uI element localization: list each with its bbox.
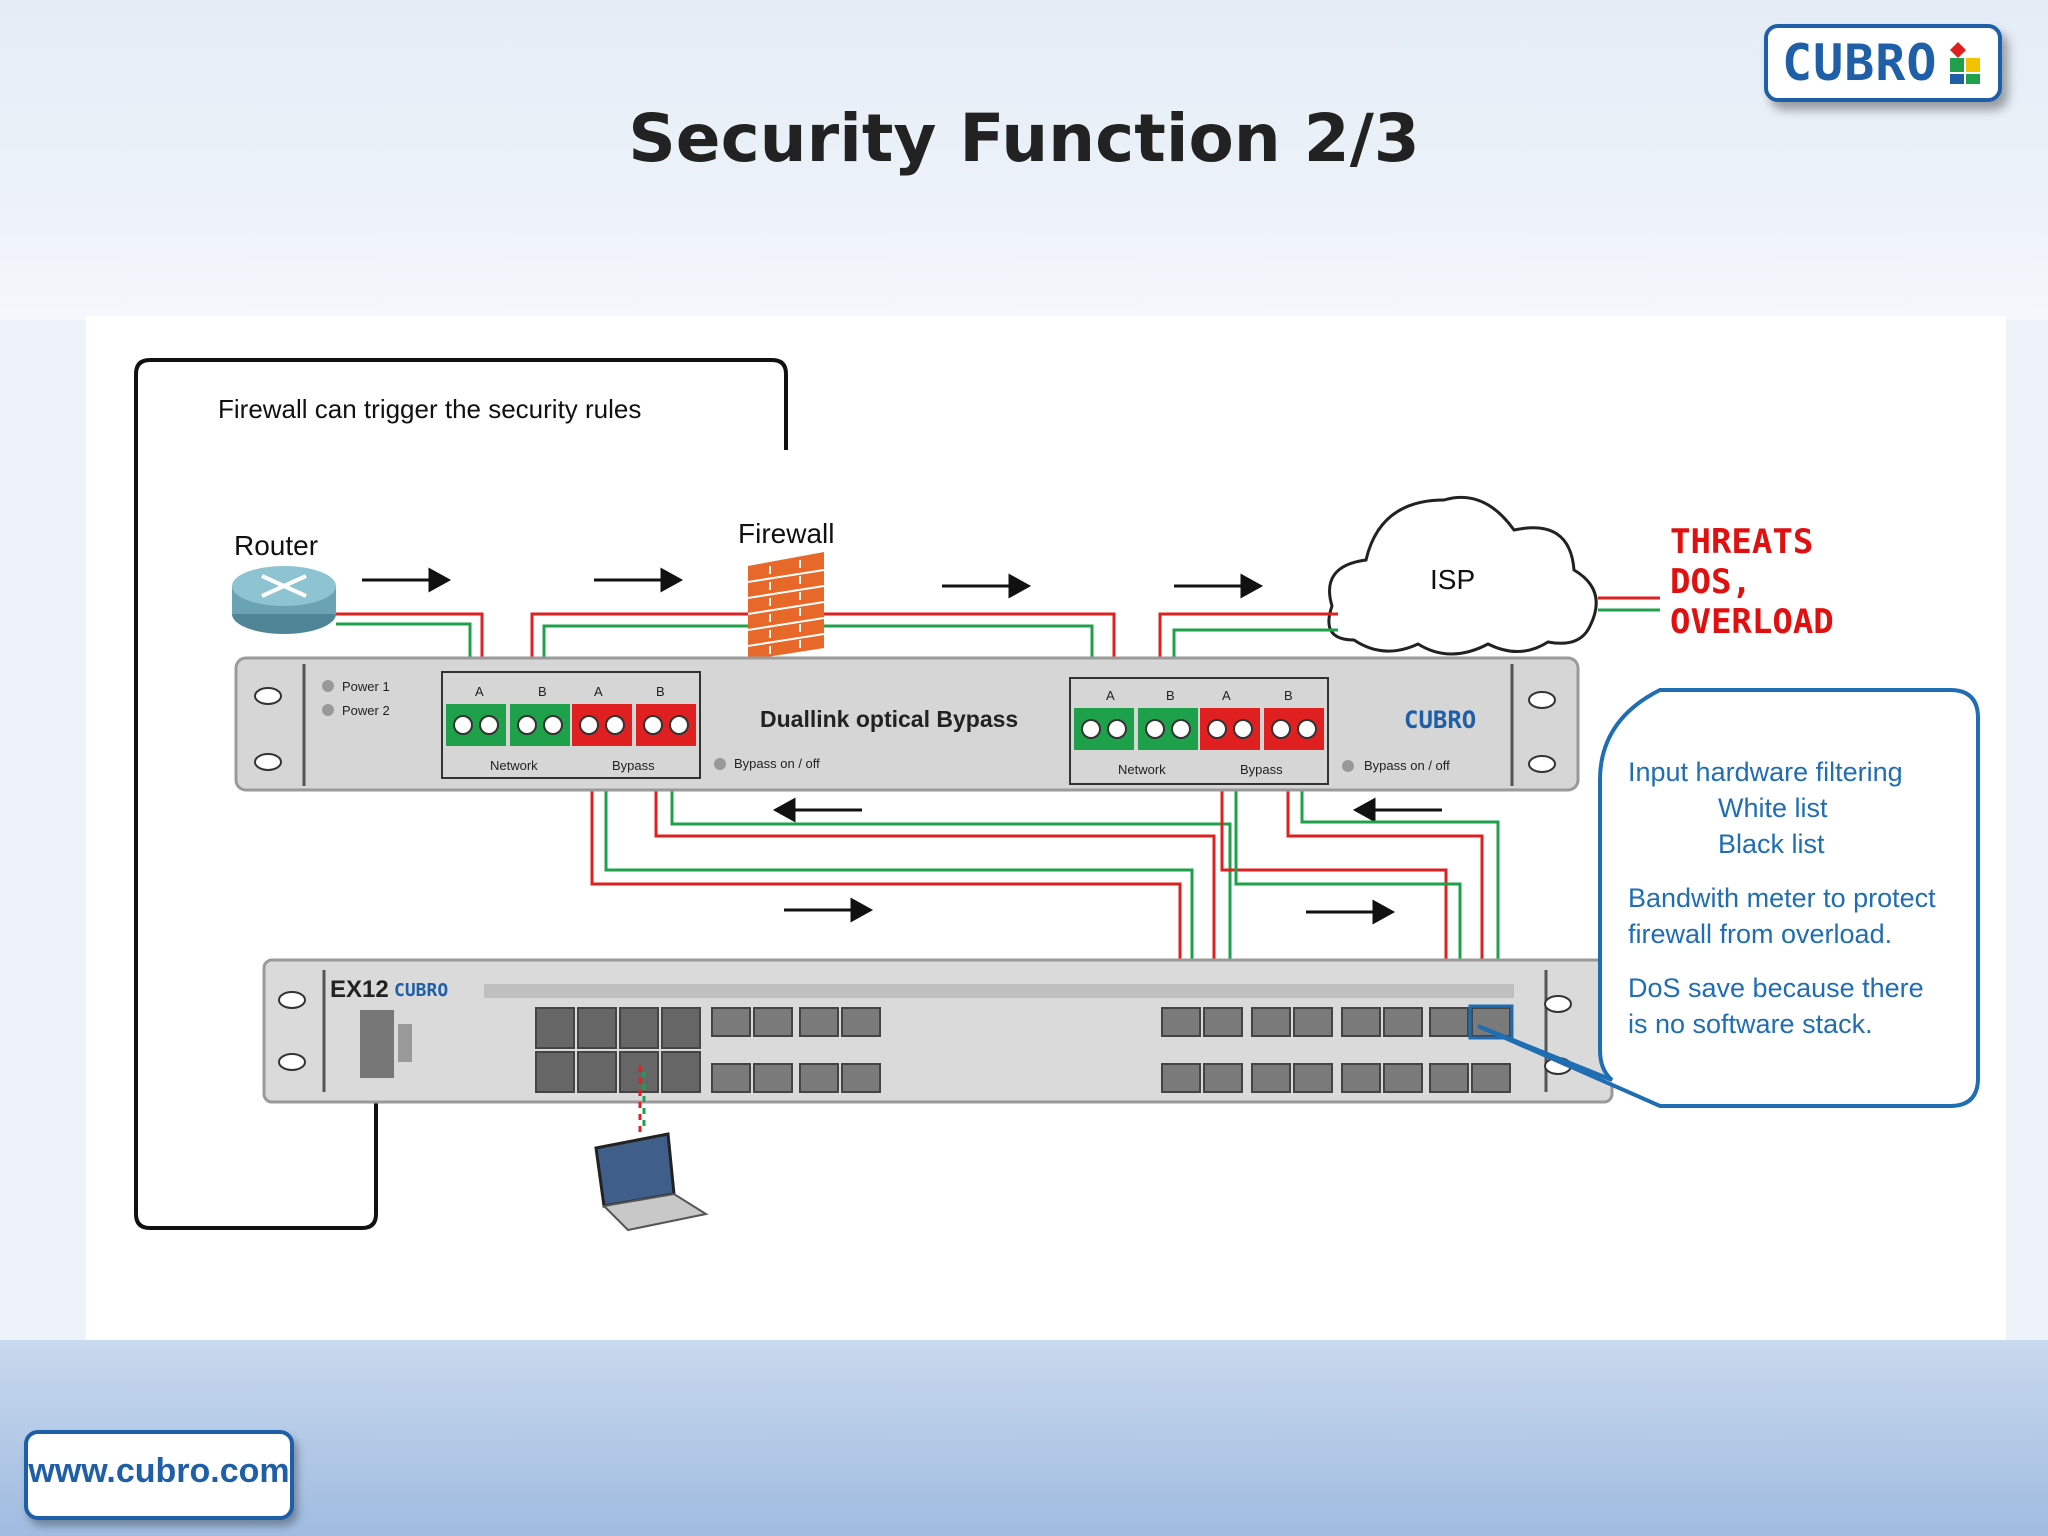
network-label: Network bbox=[490, 758, 538, 773]
network-label: Network bbox=[1118, 762, 1166, 777]
firewall-label: Firewall bbox=[738, 518, 835, 549]
bypass-label: Bypass bbox=[612, 758, 655, 773]
isp-label: ISP bbox=[1430, 564, 1476, 595]
power2-label: Power 2 bbox=[342, 703, 390, 718]
highlighted-port bbox=[1468, 1004, 1514, 1040]
switch-model: EX12 bbox=[330, 976, 389, 1003]
callout-line-2: White list bbox=[1718, 793, 1828, 823]
power1-label: Power 1 bbox=[342, 679, 390, 694]
switch-logo: CUBRO bbox=[394, 980, 449, 1001]
port-b-label: B bbox=[656, 684, 665, 699]
cubro-logo: CUBRO bbox=[1764, 24, 2002, 102]
callout-line-3: Black list bbox=[1718, 829, 1825, 859]
port-a-label: A bbox=[1222, 688, 1231, 703]
threat-line-2: DOS, bbox=[1670, 562, 1752, 602]
isp-cloud bbox=[1327, 495, 1598, 656]
trigger-note: Firewall can trigger the security rules bbox=[218, 394, 642, 424]
footer-background bbox=[0, 1340, 2048, 1536]
threat-line-3: OVERLOAD bbox=[1670, 602, 1834, 642]
callout-text: Input hardware filtering White list Blac… bbox=[1628, 754, 1936, 1042]
logo-mark-icon bbox=[1950, 42, 1980, 84]
trigger-loop-line bbox=[134, 358, 788, 1230]
threat-line-1: THREATS bbox=[1670, 522, 1814, 562]
laptop-icon bbox=[594, 1132, 709, 1232]
port-a-label: A bbox=[1106, 688, 1115, 703]
port-a-label: A bbox=[594, 684, 603, 699]
logo-text: CUBRO bbox=[1782, 34, 1938, 92]
router-label: Router bbox=[234, 530, 319, 561]
firewall-icon bbox=[747, 552, 825, 660]
callout-line-8: DoS save because there bbox=[1628, 973, 1924, 1003]
website-badge[interactable]: www.cubro.com bbox=[24, 1430, 294, 1520]
port-b-label: B bbox=[1284, 688, 1293, 703]
bypass-device bbox=[234, 656, 1580, 792]
bypass-toggle-label: Bypass on / off bbox=[1364, 758, 1450, 773]
website-url[interactable]: www.cubro.com bbox=[28, 1452, 290, 1490]
callout-line-1: Input hardware filtering bbox=[1628, 757, 1903, 787]
rj45-ports bbox=[535, 1007, 701, 1093]
bypass-toggle-label: Bypass on / off bbox=[734, 756, 820, 771]
callout-line-6: firewall from overload. bbox=[1628, 919, 1893, 949]
bypass-logo: CUBRO bbox=[1404, 706, 1477, 734]
header-background bbox=[0, 0, 2048, 320]
callout-line-9: is no software stack. bbox=[1628, 1009, 1873, 1039]
port-b-label: B bbox=[538, 684, 547, 699]
callout-box bbox=[1477, 688, 1980, 1108]
callout-line-5: Bandwith meter to protect bbox=[1628, 883, 1936, 913]
bypass-port-sockets bbox=[453, 715, 1317, 739]
page-title: Security Function 2/3 bbox=[628, 100, 1420, 177]
sfp-ports-left bbox=[711, 1007, 881, 1093]
threats-text: THREATS DOS, OVERLOAD bbox=[1670, 522, 1834, 642]
bypass-label: Bypass bbox=[1240, 762, 1283, 777]
flow-arrows bbox=[362, 567, 1442, 925]
bypass-title: Duallink optical Bypass bbox=[760, 706, 1019, 732]
ex12-switch bbox=[262, 958, 1614, 1104]
sfp-ports-right bbox=[1161, 1007, 1511, 1093]
router-icon bbox=[232, 566, 336, 634]
port-b-label: B bbox=[1166, 688, 1175, 703]
port-a-label: A bbox=[475, 684, 484, 699]
